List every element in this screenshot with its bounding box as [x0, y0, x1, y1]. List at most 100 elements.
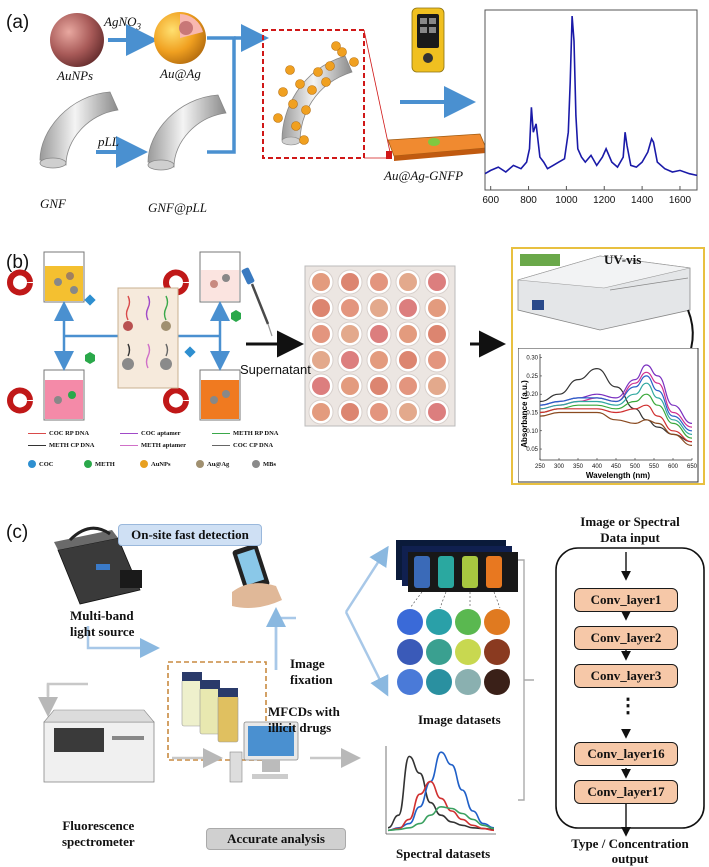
spectral-datasets-chart: [385, 746, 496, 835]
panel-label-c: (c): [6, 522, 29, 543]
conv-layer-17: Conv_layer17: [574, 780, 678, 804]
legend-particle-item: COC: [28, 460, 53, 468]
cnn-output-line-2: output: [611, 851, 649, 866]
legend-particle-item: AuNPs: [140, 460, 171, 468]
uv-x-tick-label: 350: [573, 464, 584, 470]
uv-y-tick-label: 0.05: [526, 447, 538, 453]
legend-line-swatch: [120, 445, 138, 446]
color-swatch: [484, 639, 510, 665]
label-supernatant: Supernatant: [240, 362, 311, 377]
legend-dna-item: COC CP DNA: [212, 442, 273, 449]
cnn-input-line-2: Data input: [600, 530, 660, 545]
cnn-input-line-1: Image or Spectral: [580, 514, 680, 529]
fluor-line-1: Fluorescence: [62, 818, 135, 833]
conv-layer-16: Conv_layer16: [574, 742, 678, 766]
label-mfcds: MFCDs with illicit drugs: [268, 704, 340, 736]
zoom-box: [262, 29, 365, 159]
dataset-dashes: [409, 591, 501, 609]
spectral-series-line: [387, 805, 495, 832]
legend-label: COC: [39, 460, 54, 468]
uv-y-tick-label: 0.25: [526, 374, 538, 380]
dataset-brace: [518, 559, 534, 801]
uv-series-line: [539, 404, 693, 443]
legend-line-swatch: [120, 433, 138, 434]
raman-x-tick-label: 1600: [669, 195, 692, 206]
beaker-bottom-left: [7, 369, 85, 421]
vials: [181, 672, 239, 743]
legend-label: MBs: [263, 460, 276, 468]
raman-series-line: [484, 15, 698, 177]
color-swatch: [455, 609, 481, 635]
uv-x-tick-label: 600: [668, 464, 679, 470]
uv-x-tick-label: 300: [554, 464, 565, 470]
raman-x-tick-label: 1400: [631, 195, 654, 206]
light-source-line-1: Multi-band: [70, 608, 134, 623]
uv-ylabel: Absorbance (a.u.): [520, 380, 529, 448]
label-gnf: GNF: [40, 196, 66, 211]
beaker-top-left: [7, 251, 85, 303]
color-swatch: [426, 669, 452, 695]
image-dataset-photos: [396, 540, 518, 592]
legend-dna-item: METH RP DNA: [212, 430, 279, 437]
image-fix-line-1: Image: [290, 656, 325, 671]
light-source-device: [54, 526, 142, 605]
spectral-series-line: [387, 755, 495, 831]
panel-label-a: (a): [6, 12, 30, 33]
label-aunps: AuNPs: [57, 68, 94, 83]
color-swatch: [397, 609, 423, 635]
uvvis-label: UV-vis: [604, 252, 642, 267]
uv-series-line: [539, 382, 693, 435]
raman-x-tick-label: 800: [520, 195, 537, 206]
layer-ellipsis: ⋮: [618, 695, 638, 717]
color-swatch: [455, 639, 481, 665]
legend-dot-swatch: [196, 460, 204, 468]
legend-particle-item: Au@Ag: [196, 460, 229, 468]
computer-icon: [229, 721, 299, 783]
spectral-series-line: [387, 751, 495, 832]
tag-accurate: Accurate analysis: [206, 828, 346, 850]
conv-layer-1: Conv_layer1: [574, 588, 678, 612]
legend-dot-swatch: [140, 460, 148, 468]
legend-particle-item: METH: [84, 460, 115, 468]
legend-dna-item: COC aptamer: [120, 430, 181, 437]
raman-x-tick-label: 1000: [555, 195, 578, 206]
light-source-line-2: light source: [70, 624, 135, 639]
label-agno3: AgNO3: [104, 14, 141, 32]
label-pll: pLL: [98, 134, 119, 149]
color-swatch: [484, 669, 510, 695]
meth-marker: [85, 352, 95, 364]
uv-x-tick-label: 500: [630, 464, 641, 470]
color-swatch: [455, 669, 481, 695]
label-light-source: Multi-band light source: [70, 608, 134, 640]
coated-fiber: [281, 55, 353, 143]
uv-x-tick-label: 250: [535, 464, 546, 470]
gnf-tube: [39, 91, 119, 166]
color-swatch: [397, 669, 423, 695]
legend-label: METH CP DNA: [49, 442, 95, 449]
panel-label-b: (b): [6, 252, 30, 273]
phone-in-hand: [232, 543, 282, 608]
mfcd-line-1: MFCDs with: [268, 704, 340, 719]
legend-dna-item: METH aptamer: [120, 442, 186, 449]
label-fluorescence: Fluorescence spectrometer: [62, 818, 135, 850]
raman-plot-frame: [484, 9, 698, 191]
probe-panel: [117, 287, 179, 389]
legend-label: METH: [95, 460, 115, 468]
legend-dot-swatch: [252, 460, 260, 468]
well-plate: [304, 265, 456, 427]
uv-x-tick-label: 400: [592, 464, 603, 470]
legend-label: COC CP DNA: [233, 442, 274, 449]
legend-label: COC aptamer: [141, 430, 181, 437]
legend-dna-item: COC RP DNA: [28, 430, 89, 437]
spectral-series-line: [387, 780, 495, 832]
pipette-icon: [241, 267, 273, 337]
uv-xlabel: Wavelength (nm): [586, 471, 650, 480]
substrate-slab: [386, 133, 487, 161]
mfcd-line-2: illicit drugs: [268, 720, 332, 735]
uv-series-line: [539, 393, 693, 439]
legend-label: AuNPs: [151, 460, 171, 468]
label-spectral-datasets: Spectral datasets: [396, 846, 491, 861]
uv-series-line: [539, 375, 693, 432]
